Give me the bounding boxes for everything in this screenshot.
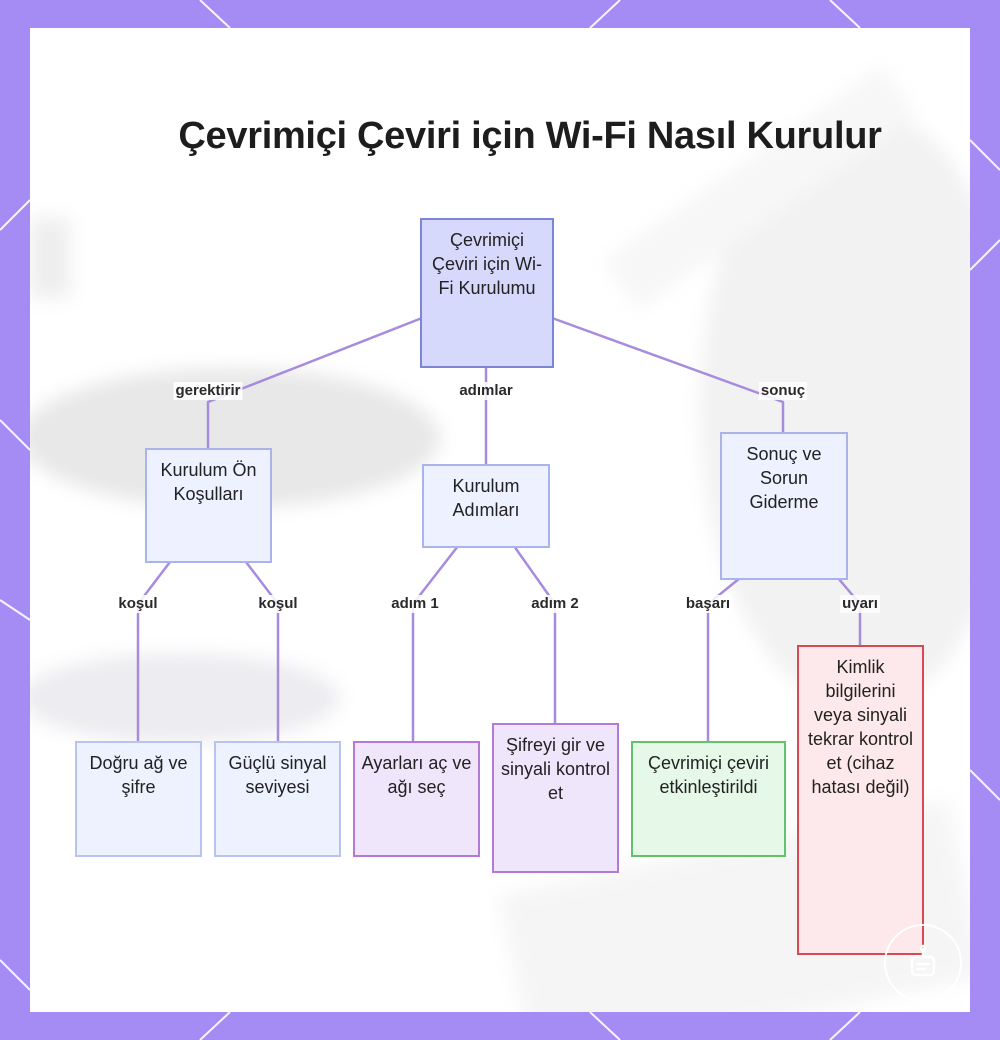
node-root: Çevrimiçi Çeviri için Wi-Fi Kurulumu: [420, 218, 554, 368]
edge-prereq-correct: [136, 561, 171, 742]
edge-prereq-signal: [245, 561, 280, 742]
node-result-label: Sonuç ve Sorun Giderme: [746, 444, 822, 512]
translator-device-glyph: [910, 944, 936, 977]
background-watermark: [30, 65, 970, 1012]
node-strong-signal-label: Güçlü sinyal seviyesi: [228, 753, 327, 797]
diagram-title: Çevrimiçi Çeviri için Wi-Fi Nasıl Kurulu…: [178, 115, 882, 157]
edge-label-steps: adımlar: [457, 382, 515, 400]
edge-steps-password: [512, 545, 557, 723]
node-open-settings-label: Ayarları aç ve ağı seç: [361, 753, 472, 797]
node-setup-steps-label: Kurulum Adımları: [452, 476, 520, 520]
node-result: Sonuç ve Sorun Giderme: [720, 432, 848, 580]
edge-label-success: başarı: [683, 595, 733, 613]
edge-label-requires: gerektirir: [173, 382, 243, 400]
edge-root-result: [551, 316, 785, 432]
node-success-label: Çevrimiçi çeviri etkinleştirildi: [648, 753, 769, 797]
node-success: Çevrimiçi çeviri etkinleştirildi: [631, 741, 786, 857]
node-enter-password: Şifreyi gir ve sinyali kontrol et: [492, 723, 619, 873]
node-setup-steps: Kurulum Adımları: [422, 464, 550, 548]
node-warning-label: Kimlik bilgilerini veya sinyali tekrar k…: [807, 657, 914, 797]
diagram-panel: Çevrimiçi Çeviri için Wi-Fi Nasıl Kurulu…: [30, 28, 970, 1012]
node-root-label: Çevrimiçi Çeviri için Wi-Fi Kurulumu: [432, 230, 542, 298]
edge-label-step-1: adım 1: [389, 595, 441, 613]
edge-label-result: sonuç: [758, 382, 808, 400]
node-correct-network: Doğru ağ ve şifre: [75, 741, 202, 857]
node-prerequisites-label: Kurulum Ön Koşulları: [160, 460, 257, 504]
translator-device-icon: [884, 924, 962, 1002]
node-prerequisites: Kurulum Ön Koşulları: [145, 448, 272, 563]
edge-label-step-2: adım 2: [529, 595, 581, 613]
node-correct-network-label: Doğru ağ ve şifre: [89, 753, 188, 797]
node-warning: Kimlik bilgilerini veya sinyali tekrar k…: [797, 645, 924, 955]
edge-root-prereq: [206, 316, 423, 450]
edge-label-condition-2: koşul: [256, 595, 300, 613]
edge-label-condition-1: koşul: [116, 595, 160, 613]
edge-steps-open: [411, 545, 459, 742]
node-enter-password-label: Şifreyi gir ve sinyali kontrol et: [500, 735, 611, 803]
edge-label-warning: uyarı: [840, 595, 880, 613]
node-open-settings: Ayarları aç ve ağı seç: [353, 741, 480, 857]
node-strong-signal: Güçlü sinyal seviyesi: [214, 741, 341, 857]
